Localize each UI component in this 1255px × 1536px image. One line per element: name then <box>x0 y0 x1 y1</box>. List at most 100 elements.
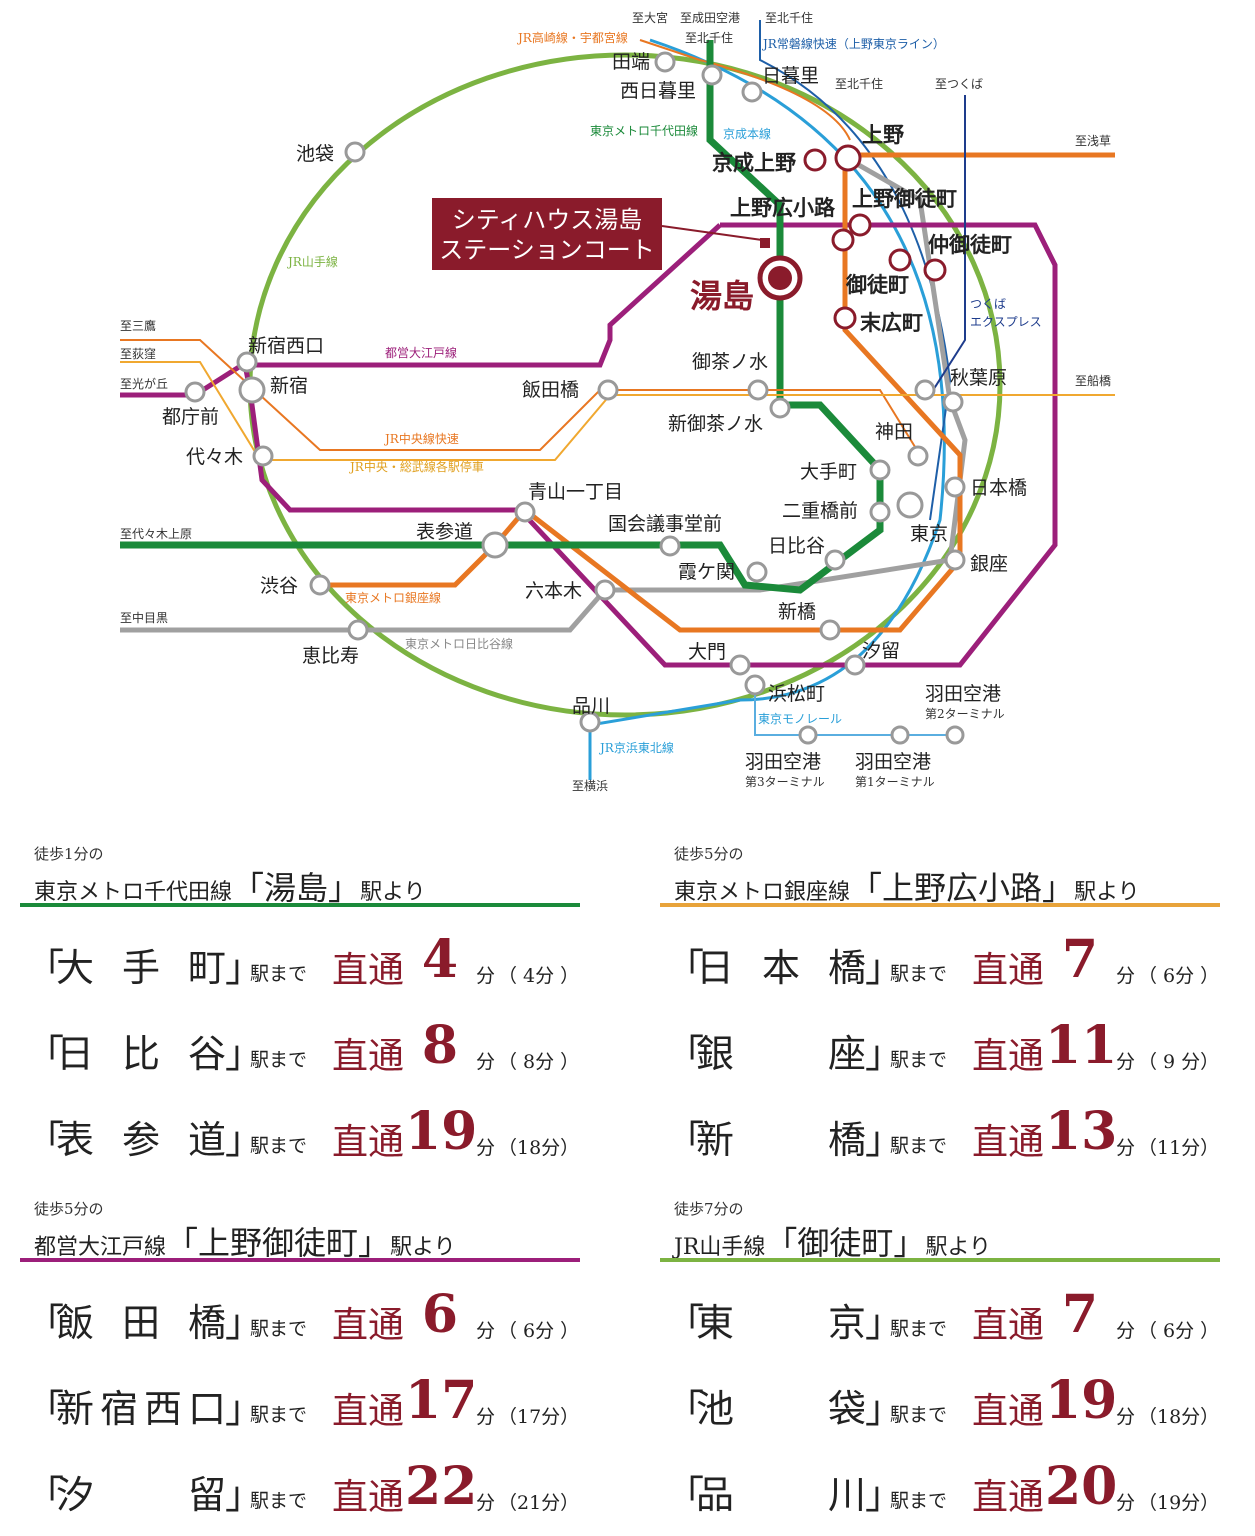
label-ikebukuro: 池袋 <box>296 143 334 165</box>
destination-char: 谷 <box>187 1032 226 1076</box>
minutes-unit: 分 <box>476 1492 496 1514</box>
label-yoyogi: 代々木 <box>186 446 243 468</box>
station-marker-iidabashi <box>597 379 619 401</box>
destination-char: 品 <box>696 1473 735 1517</box>
origin-suffix: 駅より <box>925 1235 991 1260</box>
label-haneda-t3-a: 羽田空港 <box>745 751 821 773</box>
station-marker-omotesando <box>481 531 509 559</box>
station-marker-shinjuku-nishiguchi <box>236 351 258 373</box>
station-marker-tokyo <box>896 491 924 519</box>
station-marker-kanda <box>907 445 929 467</box>
line-label-chuo-rapid: JR中央線快速 <box>383 431 459 446</box>
station-marker-nihonbashi <box>944 476 966 498</box>
station-marker-suehirocho <box>833 306 857 330</box>
station-marker-tabata <box>654 51 676 73</box>
label-akihabara: 秋葉原 <box>950 367 1007 389</box>
minutes-value: 4 <box>421 929 459 990</box>
direct-label: 直通 <box>972 1122 1045 1163</box>
dir-yoyogiuehara: 至代々木上原 <box>120 527 192 541</box>
minutes-value: 11 <box>1045 1015 1118 1076</box>
station-marker-haneda-t1 <box>890 725 910 745</box>
section-rule <box>20 903 580 907</box>
origin-station: 上野広小路 <box>882 869 1043 907</box>
alt-minutes: （18分） <box>1138 1406 1220 1428</box>
destination-name: 新橋 <box>696 1109 866 1164</box>
destination-char: 川 <box>827 1473 866 1517</box>
chuo-rapid-line <box>120 339 921 456</box>
minutes-unit: 分 <box>476 965 496 987</box>
destination-char: 京 <box>827 1301 866 1345</box>
bracket-close: 」 <box>865 1473 904 1517</box>
property-pointer-line <box>661 225 763 241</box>
yushima-station-core <box>768 266 792 290</box>
origin-station-line: JR山手線「御徒町」駅より <box>674 1218 991 1264</box>
destination-char: 口 <box>187 1387 226 1431</box>
dir-funabashi: 至船橋 <box>1075 374 1111 388</box>
origin-suffix: 駅より <box>1074 880 1140 905</box>
label-hamamatsucho: 浜松町 <box>768 683 825 705</box>
destination-char: 橋 <box>827 946 866 990</box>
origin-station: 湯島 <box>264 869 329 907</box>
destination-name: 飯田橋 <box>56 1292 226 1347</box>
bracket-open: 「 <box>666 1118 705 1162</box>
station-marker-haneda-t3 <box>798 725 818 745</box>
destination-name: 大手町 <box>56 937 226 992</box>
label-suehirocho: 末広町 <box>860 310 923 335</box>
to-station-text: 駅まで <box>890 1490 948 1512</box>
destination-char: 飯 <box>56 1301 95 1345</box>
section-header: 徒歩5分の東京メトロ銀座線「上野広小路」駅より <box>660 835 1220 907</box>
bracket-open: 「 <box>26 1387 65 1431</box>
alt-minutes: （11分） <box>1138 1137 1220 1159</box>
minutes-unit: 分 <box>1116 1320 1136 1342</box>
bracket-close: 」 <box>865 946 904 990</box>
label-ebisu: 恵比寿 <box>302 645 359 667</box>
label-ochanomizu: 御茶ノ水 <box>692 351 768 373</box>
label-okachimachi: 御徒町 <box>845 272 909 297</box>
bracket-open: 「 <box>666 1032 705 1076</box>
bracket-close: 」 <box>865 1387 904 1431</box>
alt-minutes: （18分） <box>498 1137 580 1159</box>
destination-char: 汐 <box>56 1473 95 1517</box>
label-haneda-t2-a: 羽田空港 <box>925 683 1001 705</box>
minutes-unit: 分 <box>476 1406 496 1428</box>
bracket-open: 「 <box>26 1301 65 1345</box>
bracket-close: 」 <box>225 1032 264 1076</box>
label-haneda-t2-b: 第2ターミナル <box>925 707 1005 721</box>
label-shiodome: 汐留 <box>862 640 900 662</box>
label-omotesando: 表参道 <box>416 521 473 543</box>
minutes-value: 19 <box>405 1101 478 1162</box>
minutes-unit: 分 <box>476 1320 496 1342</box>
station-marker-kokkai <box>659 535 681 557</box>
label-tochomae: 都庁前 <box>162 406 219 428</box>
line-label-chiyoda: 東京メトロ千代田線 <box>590 123 698 138</box>
walk-time: 徒歩5分の <box>34 1200 104 1218</box>
label-ueno-okachimachi: 上野御徒町 <box>852 186 957 211</box>
destination-name: 汐留 <box>56 1464 226 1519</box>
line-label-chuo-sobu: JR中央・総武線各駅停車 <box>348 459 484 474</box>
label-shin-ochanomizu: 新御茶ノ水 <box>668 413 763 435</box>
station-marker-hamamatsucho <box>744 674 766 696</box>
destination-char: 橋 <box>827 1118 866 1162</box>
label-nishinippori: 西日暮里 <box>620 80 696 102</box>
line-name: 東京メトロ千代田線 <box>34 880 233 905</box>
station-marker-ochanomizu <box>747 379 769 401</box>
minutes-value: 7 <box>1061 929 1099 990</box>
station-marker-nippori <box>741 81 763 103</box>
walk-time: 徒歩7分の <box>674 1200 744 1218</box>
destination-char: 町 <box>187 946 226 990</box>
bracket-close: 」 <box>225 946 264 990</box>
label-daimon: 大門 <box>688 641 726 663</box>
walk-time: 徒歩1分の <box>34 845 104 863</box>
label-otemachi: 大手町 <box>800 461 857 483</box>
station-marker-shinjuku <box>238 376 266 404</box>
bracket-open: 「 <box>666 1473 705 1517</box>
label-kanda: 神田 <box>875 421 913 443</box>
direct-label: 直通 <box>972 1305 1045 1346</box>
